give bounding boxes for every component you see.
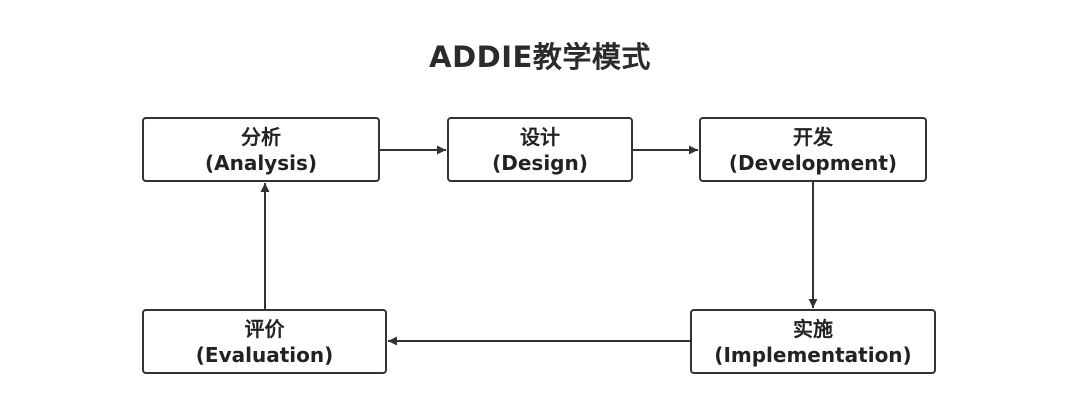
node-development-en-label: (Development) (728, 150, 898, 175)
node-evaluation-zh-label: 评价 (244, 316, 285, 341)
node-analysis-en-label: (Analysis) (204, 150, 318, 175)
diagram-title: ADDIE教学模式 (429, 40, 651, 74)
node-implementation-zh-label: 实施 (793, 316, 833, 341)
node-evaluation: 评价 (Evaluation) (142, 309, 387, 374)
node-analysis: 分析 (Analysis) (142, 117, 380, 182)
node-design-en-label: (Design) (492, 150, 588, 175)
node-evaluation-en-label: (Evaluation) (195, 342, 334, 367)
node-implementation-en-label: (Implementation) (714, 342, 912, 367)
node-implementation: 实施 (Implementation) (690, 309, 936, 374)
node-design-zh-label: 设计 (520, 124, 560, 149)
node-development-zh-label: 开发 (793, 124, 833, 149)
node-development: 开发 (Development) (699, 117, 927, 182)
node-analysis-zh-label: 分析 (241, 124, 281, 149)
node-design: 设计 (Design) (447, 117, 633, 182)
